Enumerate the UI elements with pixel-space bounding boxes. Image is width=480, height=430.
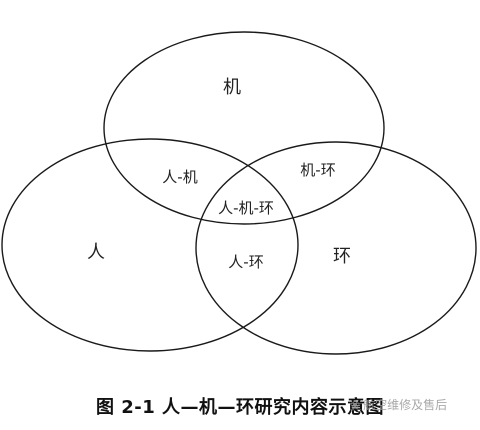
human-environment-label: 人-环 [228, 253, 263, 271]
environment-ellipse [195, 141, 477, 355]
environment-label: 环 [333, 246, 351, 267]
machine-label: 机 [223, 77, 241, 98]
human-machine-label: 人-机 [162, 168, 197, 186]
human-ellipse [1, 138, 299, 352]
chat-bubble-icon: ❀ [350, 397, 361, 412]
machine-ellipse [103, 31, 385, 225]
human-label: 人 [87, 242, 105, 263]
machine-environment-label: 机-环 [300, 161, 335, 179]
watermark: ❀ 航空维修及售后 [350, 396, 447, 413]
watermark-text: 航空维修及售后 [363, 398, 448, 412]
human-machine-environment-label: 人-机-环 [218, 199, 274, 217]
figure-caption: 图 2-1 人—机—环研究内容示意图 [95, 397, 385, 418]
